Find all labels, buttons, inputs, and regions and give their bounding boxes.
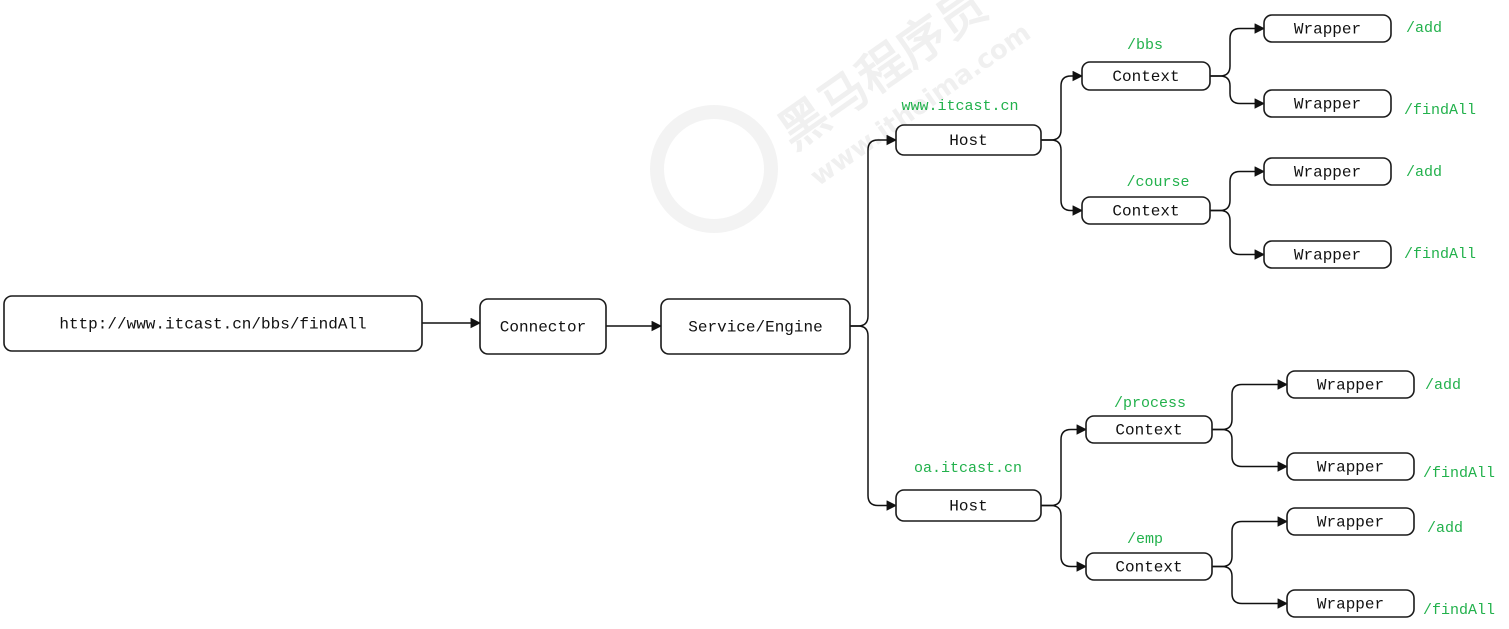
- wrapper-box-1-0-0: Wrapper: [1286, 370, 1415, 399]
- request-url-box-frame: [3, 295, 423, 352]
- host-box-0-label: Host: [949, 132, 987, 150]
- engine-box-label: Service/Engine: [688, 319, 822, 337]
- request-url-box: http://www.itcast.cn/bbs/findAll: [3, 295, 423, 352]
- host-box-1-label: Host: [949, 498, 987, 516]
- wrapper-box-0-0-0-label: Wrapper: [1294, 21, 1361, 39]
- context-box-0-0-frame: [1081, 61, 1211, 91]
- wrapper-box-0-0-1-label: Wrapper: [1294, 96, 1361, 114]
- host-name-1: oa.itcast.cn: [914, 460, 1022, 477]
- wrapper-path-0-1-1: /findAll: [1404, 246, 1476, 263]
- wrapper-path-0-0-0: /add: [1406, 20, 1442, 37]
- wrapper-box-0-1-1-frame: [1263, 240, 1392, 269]
- context-path-1-1: /emp: [1127, 531, 1163, 548]
- edge-host-context-0-0: [1041, 70, 1084, 141]
- connector-box-frame: [479, 298, 607, 355]
- edge-context-wrapper-0-0-1: [1210, 75, 1266, 109]
- wrapper-box-0-1-0: Wrapper: [1263, 157, 1392, 186]
- wrapper-box-1-0-1: Wrapper: [1286, 452, 1415, 481]
- wrapper-box-0-1-1: Wrapper: [1263, 240, 1392, 269]
- host-box-1-frame: [895, 489, 1042, 522]
- wrapper-box-1-0-0-frame: [1286, 370, 1415, 399]
- wrapper-box-0-1-0-frame: [1263, 157, 1392, 186]
- wrapper-path-1-1-1: /findAll: [1423, 602, 1495, 619]
- wrapper-path-0-0-1: /findAll: [1404, 102, 1476, 119]
- wrapper-box-0-1-1-label: Wrapper: [1294, 247, 1361, 265]
- host-box-0-frame: [895, 124, 1042, 156]
- context-box-0-1: Context: [1081, 196, 1211, 225]
- context-box-0-0-label: Context: [1112, 68, 1179, 86]
- wrapper-box-0-0-1-frame: [1263, 89, 1392, 118]
- context-box-1-0-frame: [1085, 415, 1213, 444]
- edge-context-wrapper-0-0-0: [1210, 23, 1266, 77]
- wrapper-box-1-0-1-label: Wrapper: [1317, 459, 1384, 477]
- edge-context-wrapper-1-0-0: [1212, 379, 1289, 431]
- wrapper-box-0-1-0-label: Wrapper: [1294, 164, 1361, 182]
- host-name-0: www.itcast.cn: [901, 98, 1018, 115]
- edge-context-wrapper-1-0-1: [1212, 428, 1289, 472]
- edge-context-wrapper-1-1-0: [1212, 516, 1289, 568]
- context-path-0-1: /course: [1126, 174, 1189, 191]
- connector-box-label: Connector: [500, 319, 586, 337]
- wrapper-box-1-1-1: Wrapper: [1286, 589, 1415, 618]
- wrapper-box-0-0-0-frame: [1263, 14, 1392, 43]
- edge-engine-host-1: [850, 325, 898, 511]
- wrapper-path-1-1-0: /add: [1427, 520, 1463, 537]
- context-path-0-0: /bbs: [1127, 37, 1163, 54]
- wrapper-path-1-0-0: /add: [1425, 377, 1461, 394]
- wrapper-box-1-1-1-frame: [1286, 589, 1415, 618]
- context-box-0-1-frame: [1081, 196, 1211, 225]
- wrapper-path-1-0-1: /findAll: [1423, 465, 1495, 482]
- wrapper-box-1-0-1-frame: [1286, 452, 1415, 481]
- host-box-0: Host: [895, 124, 1042, 156]
- context-box-0-1-label: Context: [1112, 203, 1179, 221]
- wrapper-path-0-1-0: /add: [1406, 164, 1442, 181]
- edge-host-context-0-1: [1041, 139, 1084, 216]
- context-box-1-0: Context: [1085, 415, 1213, 444]
- engine-box-frame: [660, 298, 851, 355]
- edge-context-wrapper-0-1-1: [1210, 209, 1266, 260]
- wrapper-box-0-0-0: Wrapper: [1263, 14, 1392, 43]
- edge-context-wrapper-0-1-0: [1210, 166, 1266, 212]
- wrapper-box-1-0-0-label: Wrapper: [1317, 377, 1384, 395]
- context-box-1-1: Context: [1085, 552, 1213, 581]
- context-path-1-0: /process: [1114, 395, 1186, 412]
- context-box-1-0-label: Context: [1115, 422, 1182, 440]
- engine-box: Service/Engine: [660, 298, 851, 355]
- wrapper-box-1-1-0: Wrapper: [1286, 507, 1415, 536]
- wrapper-box-0-0-1: Wrapper: [1263, 89, 1392, 118]
- wrapper-box-1-1-1-label: Wrapper: [1317, 596, 1384, 614]
- request-url-box-label: http://www.itcast.cn/bbs/findAll: [59, 316, 366, 334]
- edge-host-context-1-1: [1041, 504, 1088, 572]
- wrapper-box-1-1-0-label: Wrapper: [1317, 514, 1384, 532]
- context-box-0-0: Context: [1081, 61, 1211, 91]
- host-box-1: Host: [895, 489, 1042, 522]
- edge-host-context-1-0: [1041, 424, 1088, 507]
- context-box-1-1-frame: [1085, 552, 1213, 581]
- edge-engine-host-0: [850, 134, 898, 327]
- connector-box: Connector: [479, 298, 607, 355]
- context-box-1-1-label: Context: [1115, 559, 1182, 577]
- edge-context-wrapper-1-1-1: [1212, 565, 1289, 609]
- wrapper-box-1-1-0-frame: [1286, 507, 1415, 536]
